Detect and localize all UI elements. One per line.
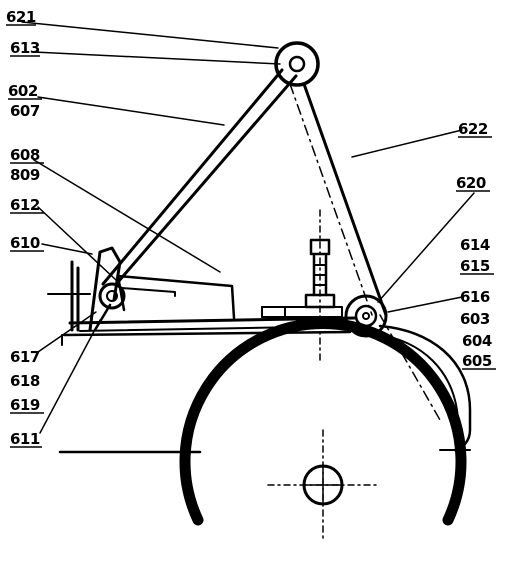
label-613: 613: [10, 39, 40, 57]
label-620: 620: [456, 174, 486, 192]
wheel: [179, 318, 467, 541]
label-603: 603: [460, 310, 490, 328]
label-809: 809: [10, 166, 40, 184]
label-605: 605: [462, 352, 492, 370]
main-arm: [101, 41, 320, 286]
label-608: 608: [10, 146, 40, 164]
label-622: 622: [458, 120, 488, 138]
tie-rod: [289, 82, 441, 421]
label-616: 616: [460, 288, 490, 306]
center-post: [261, 209, 343, 361]
label-612: 612: [10, 196, 40, 214]
label-610: 610: [10, 234, 40, 252]
label-621: 621: [6, 8, 36, 26]
label-619: 619: [10, 396, 40, 414]
label-617: 617: [10, 348, 40, 366]
label-607: 607: [10, 102, 40, 120]
label-615: 615: [460, 257, 490, 275]
label-618: 618: [10, 372, 40, 390]
label-604: 604: [462, 332, 492, 350]
leader-lines: [21, 21, 475, 434]
reference-labels: 621 613 602 607 608 809 612 610 617 618 …: [6, 8, 496, 448]
left-bracket: [47, 246, 122, 332]
label-614: 614: [460, 236, 490, 254]
housing: [116, 274, 236, 320]
label-611: 611: [10, 430, 40, 448]
right-pivot: [344, 294, 388, 338]
base-pivot: [98, 282, 126, 310]
label-602: 602: [8, 82, 38, 100]
